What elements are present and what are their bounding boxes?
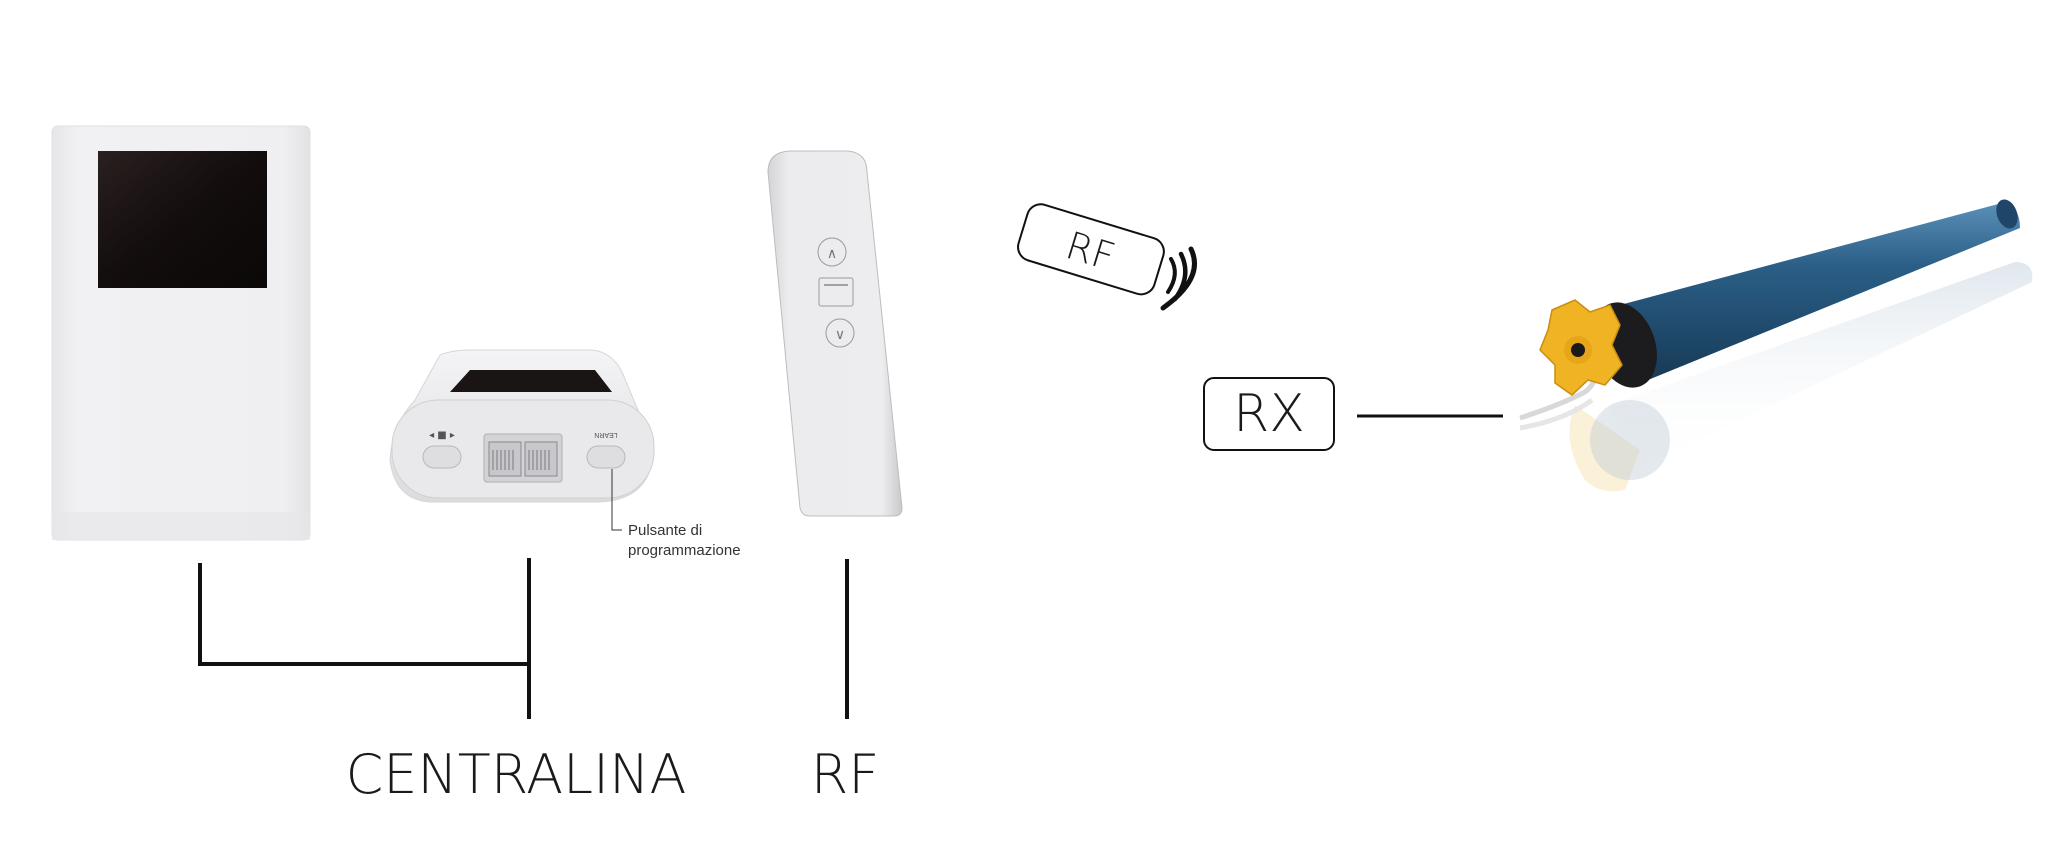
rx-label: RX bbox=[1233, 384, 1305, 444]
learn-button[interactable] bbox=[586, 445, 626, 469]
hub-left-button[interactable] bbox=[422, 445, 462, 469]
button-callout-line bbox=[611, 469, 622, 531]
rf-signal-tag: RF bbox=[1017, 203, 1165, 296]
centralina-bracket-line bbox=[198, 563, 529, 666]
signal-waves-icon bbox=[1160, 246, 1197, 311]
rx-receiver-tag: RX bbox=[1203, 377, 1335, 451]
remote-down-button[interactable] bbox=[825, 318, 855, 348]
hub-arrow-icon: ◂ ■ ▸ bbox=[429, 430, 455, 441]
remote-up-button[interactable] bbox=[817, 237, 847, 267]
rj-port-1[interactable] bbox=[488, 441, 522, 477]
rf-label: RF bbox=[811, 743, 880, 806]
rf-remote: ∧ ∨ bbox=[767, 150, 903, 517]
chevron-down-icon: ∨ bbox=[835, 327, 845, 343]
hub-top-screen bbox=[450, 370, 612, 392]
remote-stop-button[interactable] bbox=[818, 277, 854, 307]
button-callout-label-line1: Pulsante di bbox=[628, 522, 702, 539]
display-screen bbox=[98, 151, 267, 288]
centralina-label: CENTRALINA bbox=[346, 743, 687, 806]
button-callout-label-line2: programmazione bbox=[628, 542, 741, 559]
control-unit: ◂ ■ ▸ LEARN bbox=[389, 349, 655, 503]
wall-display-unit bbox=[51, 125, 311, 541]
tubular-motor bbox=[1519, 199, 2033, 492]
chevron-up-icon: ∧ bbox=[827, 246, 837, 262]
learn-button-text: LEARN bbox=[594, 431, 617, 438]
